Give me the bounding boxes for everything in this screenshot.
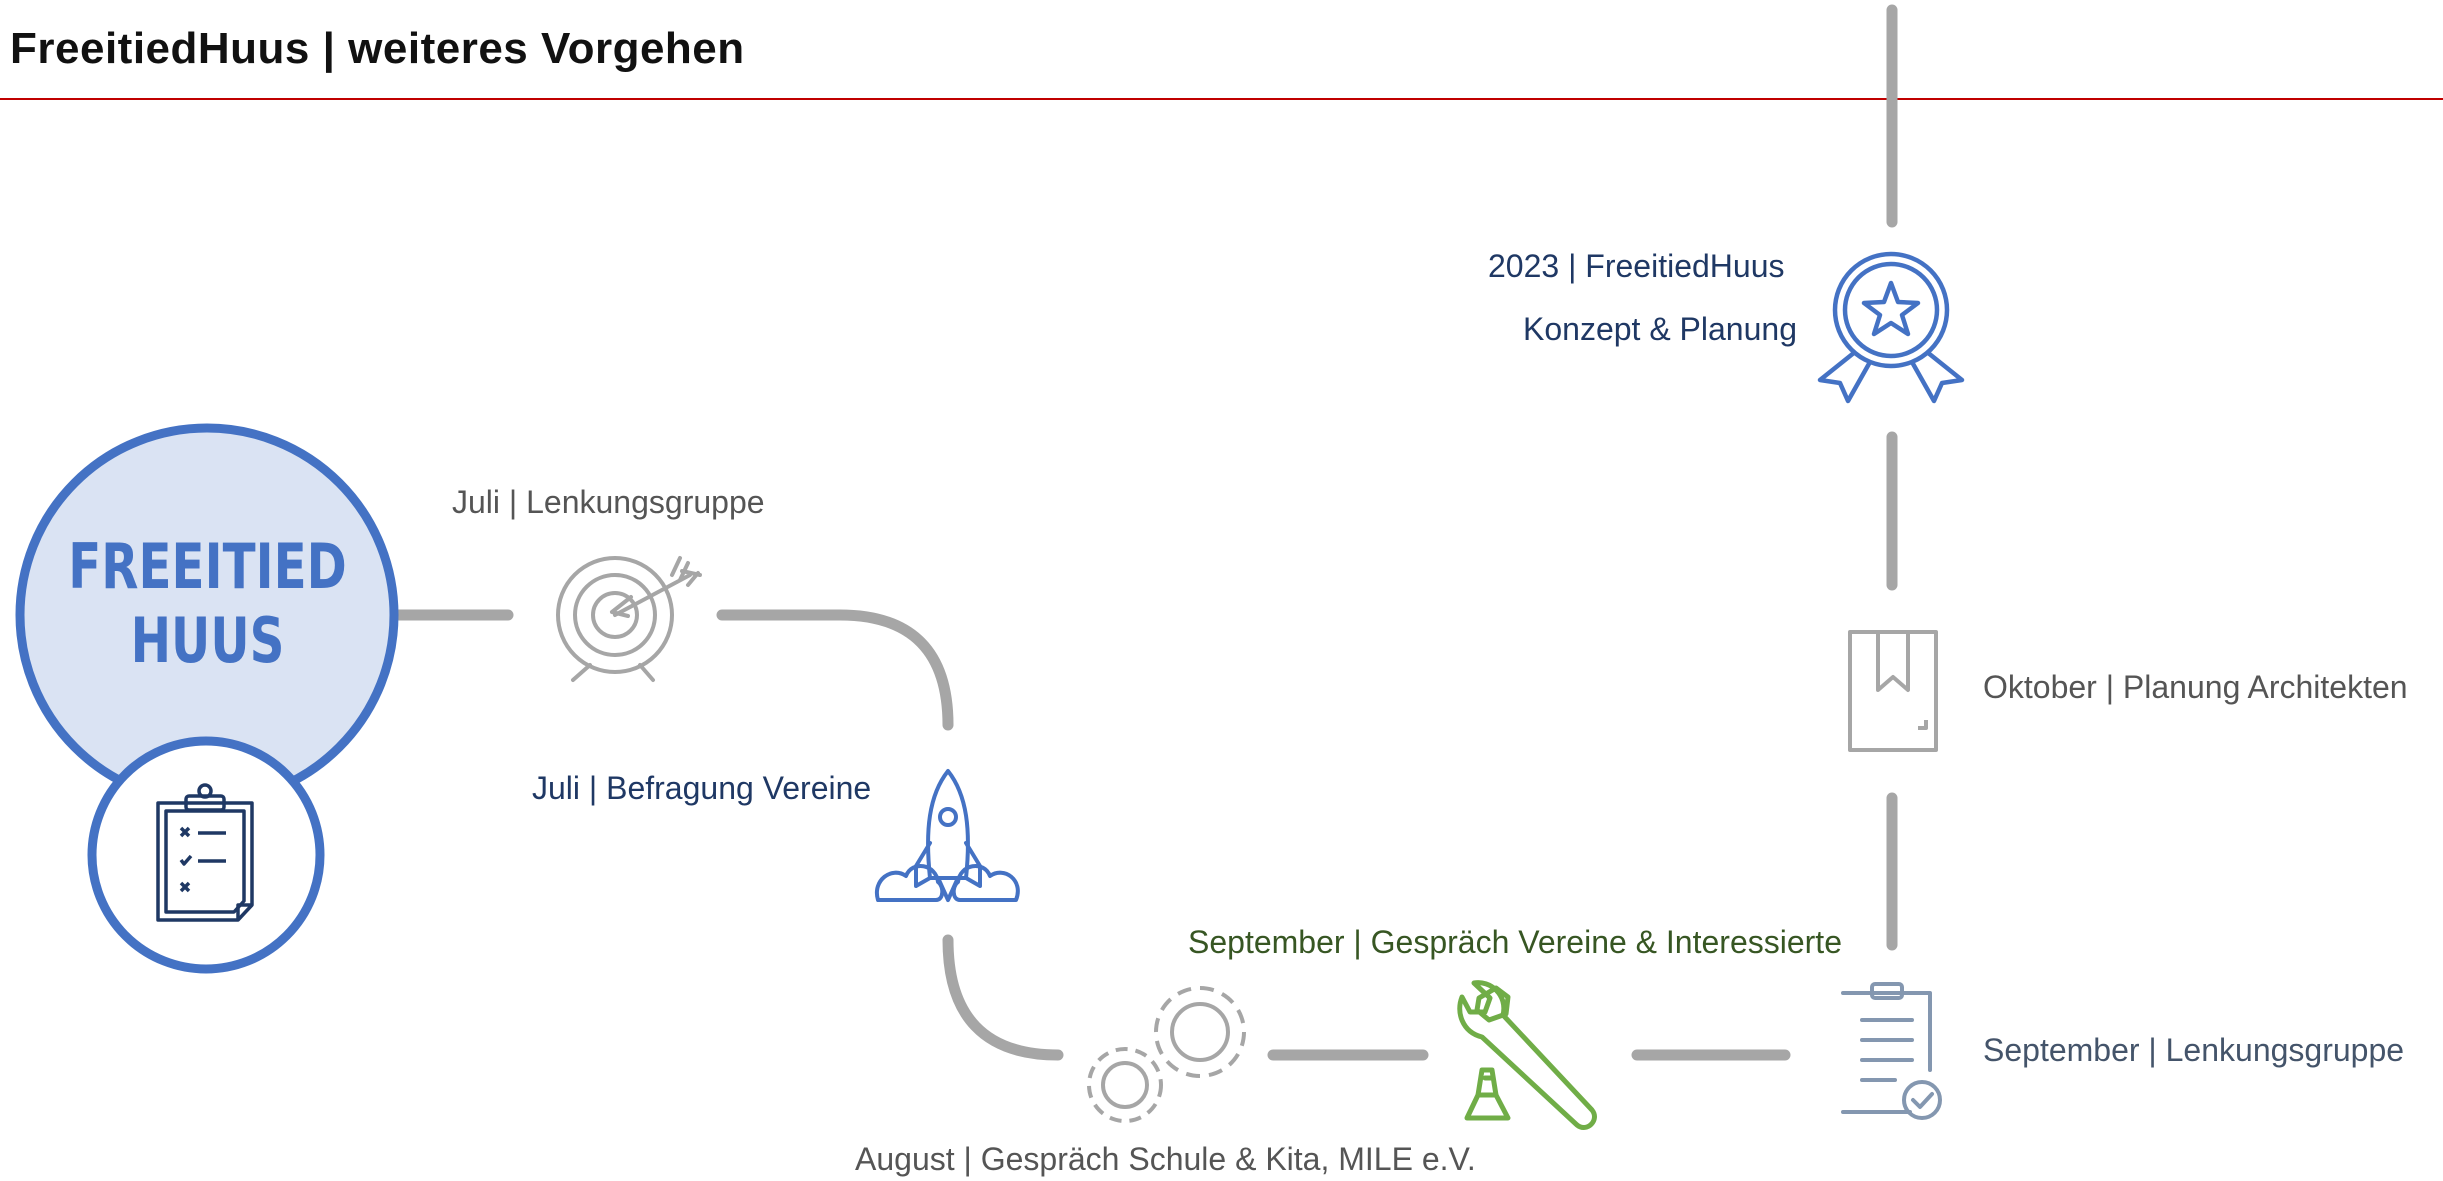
- label-final-line1: 2023 | FreeitiedHuus: [1488, 248, 1785, 284]
- label-juli-befragung: Juli | Befragung Vereine: [532, 770, 872, 806]
- wrench-icon: [1457, 980, 1597, 1130]
- connector-target-rocket: [716, 609, 954, 731]
- target-icon: [556, 556, 702, 682]
- clipboard-icon: [156, 783, 254, 922]
- label-september-lenkungsgruppe: September | Lenkungsgruppe: [1983, 1032, 2405, 1068]
- connector-rocket-gears: [942, 934, 1064, 1061]
- logo-text: FREEITIED HUUS: [61, 530, 354, 678]
- logo-line-2: HUUS: [130, 604, 285, 677]
- timeline-path: [392, 4, 1898, 1061]
- book-icon: [1848, 630, 1938, 752]
- label-august: August | Gespräch Schule & Kita, MILE e.…: [855, 1141, 1476, 1177]
- logo-line-1: FREEITIED: [68, 530, 347, 603]
- label-juli-lenkungsgruppe: Juli | Lenkungsgruppe: [452, 484, 765, 520]
- page-title: FreeitiedHuus | weiteres Vorgehen: [10, 24, 745, 73]
- gears-icon: [1087, 986, 1246, 1123]
- label-oktober: Oktober | Planung Architekten: [1983, 669, 2408, 705]
- clipboard-circle: [87, 736, 325, 974]
- rocket-icon: [874, 769, 1020, 902]
- label-september-gespraech: September | Gespräch Vereine & Interessi…: [1188, 924, 1842, 960]
- checklist-icon: [1841, 982, 1942, 1120]
- award-icon: [1817, 251, 1965, 404]
- label-final-line2: Konzept & Planung: [1523, 311, 1797, 347]
